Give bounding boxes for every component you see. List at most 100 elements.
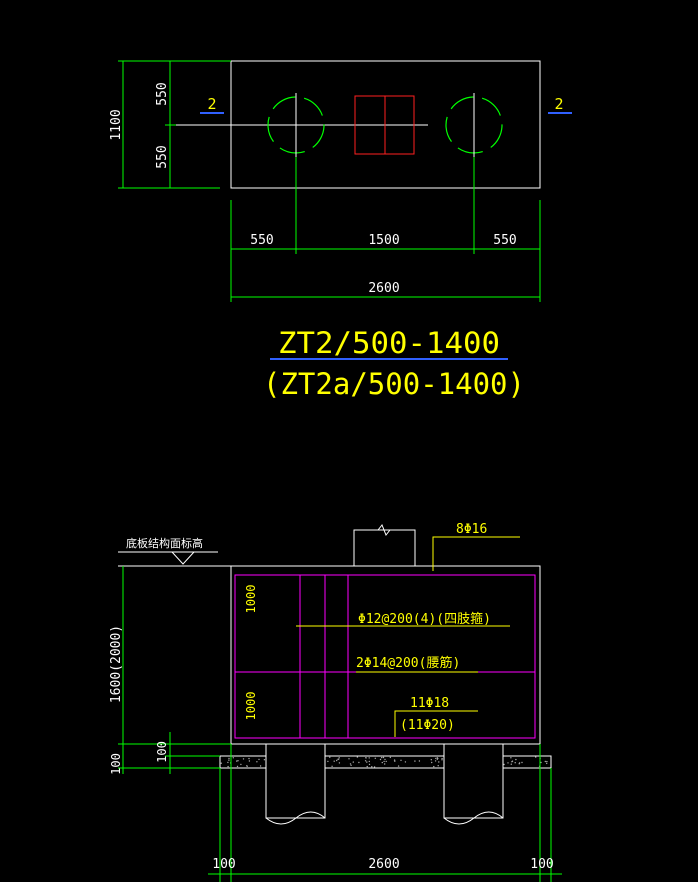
hatch-dot: [521, 761, 523, 764]
section-dim-100-right: 100: [530, 857, 553, 872]
hatch-dot: [384, 758, 386, 761]
hatch-dot: [368, 760, 370, 763]
hatch-dot: [358, 761, 360, 764]
hatch-dot: [258, 758, 260, 761]
hatch-dot: [404, 761, 407, 763]
hatch-dot: [381, 761, 383, 764]
plan-dim-550-right: 550: [493, 233, 516, 248]
hatch-dot: [263, 759, 266, 761]
hatch-dot: [242, 758, 245, 760]
hatch-dot: [237, 760, 239, 762]
pile-plan-left: [267, 93, 325, 157]
hatch-dot: [240, 763, 242, 766]
section-mark-right: 2: [554, 95, 563, 113]
hatch-dot: [546, 762, 548, 765]
hatch-dot: [374, 757, 376, 759]
hatch-dot: [511, 760, 514, 762]
hatch-dot: [510, 757, 512, 759]
hatch-dot: [256, 761, 258, 763]
hatch-dot: [514, 762, 516, 764]
hatch-dot: [248, 760, 251, 762]
hatch-dot: [336, 759, 338, 762]
section-dim-100-outer: 100: [109, 753, 123, 775]
rebar-outer-hoop: [234, 574, 536, 739]
pile-section-right: [443, 743, 504, 825]
title-main: ZT2/500-1400: [278, 326, 500, 360]
hatch-dot: [418, 760, 421, 762]
hatch-dot: [515, 758, 517, 761]
hatch-dot: [379, 758, 382, 761]
hatch-dot: [394, 760, 396, 762]
hatch-dot: [385, 760, 387, 763]
hatch-dot: [438, 761, 440, 763]
section-dim-height: 1600(2000): [109, 625, 124, 703]
hatch-dot: [384, 763, 386, 765]
hatch-dot: [436, 758, 438, 760]
hatch-dot: [337, 758, 339, 760]
plan-dim-1500: 1500: [368, 233, 399, 248]
section-left-dimensions: [118, 566, 231, 774]
hatch-dot: [540, 761, 542, 764]
hatch-dot: [246, 765, 248, 767]
section-mark-left: 2: [207, 95, 216, 113]
hatch-dot: [546, 760, 548, 763]
plan-dim-1100: 1100: [109, 109, 124, 140]
leader-lines: [296, 536, 520, 737]
title-sub: (ZT2a/500-1400): [263, 367, 525, 401]
hatch-dot: [371, 766, 373, 768]
plan-dim-550-upper: 550: [155, 82, 170, 105]
hatch-dot: [259, 765, 262, 767]
hatch-dot: [228, 759, 230, 761]
pile-plan-right: [445, 93, 503, 157]
section-view: 8Φ16 Φ12@200(4)(四肢箍) 2Φ14@200(腰筋) 11Φ18 …: [109, 522, 562, 882]
bedding-layer: [219, 755, 552, 769]
hatch-dot: [366, 761, 368, 763]
hatch-dot: [434, 760, 437, 762]
hatch-dot: [518, 762, 521, 764]
hatch-dot: [232, 757, 234, 759]
hatch-dot: [381, 756, 383, 759]
plan-dim-550-lower: 550: [155, 145, 170, 168]
section-bottom-dimensions: [208, 744, 562, 882]
rebar-dim-1000-lower: 1000: [244, 692, 258, 721]
hatch-dot: [414, 760, 416, 762]
elevation-symbol: [118, 551, 231, 567]
hatch-dot: [389, 756, 391, 759]
hatch-dot: [331, 765, 333, 767]
hatch-dot: [236, 760, 238, 762]
hatch-dot: [368, 763, 371, 766]
plan-dim-550-left: 550: [250, 233, 273, 248]
hatch-dot: [364, 760, 367, 762]
hatch-dot: [393, 759, 396, 761]
rebar-cage: [234, 574, 536, 739]
label-stirrups: Φ12@200(4)(四肢箍): [358, 611, 491, 627]
hatch-dot: [503, 763, 505, 766]
hatch-dot: [356, 756, 359, 758]
plan-left-dimensions: [118, 60, 231, 189]
hatch-dot: [352, 761, 354, 763]
hatch-dot: [236, 765, 239, 768]
hatch-dot: [507, 762, 509, 764]
hatch-dot: [441, 757, 443, 760]
hatch-dot: [397, 765, 400, 767]
elevation-label: 底板结构面标高: [126, 536, 203, 550]
pile-section-left: [265, 743, 326, 825]
hatch-dot: [441, 759, 443, 761]
bedding-hatch: [220, 756, 548, 768]
section-dim-100-left: 100: [212, 857, 235, 872]
hatch-dot: [228, 757, 230, 760]
hatch-dot: [338, 762, 341, 764]
hatch-dot: [368, 757, 370, 759]
hatch-dot: [248, 757, 250, 760]
label-waist-bars: 2Φ14@200(腰筋): [356, 655, 460, 671]
label-bottom-bars-alt: (11Φ20): [400, 718, 455, 733]
hatch-dot: [348, 758, 350, 760]
section-dim-2600: 2600: [368, 857, 399, 872]
label-bottom-bars: 11Φ18: [410, 696, 449, 711]
drawing-title: ZT2/500-1400 (ZT2a/500-1400): [263, 326, 525, 401]
hatch-dot: [400, 759, 402, 761]
pile-cap-section-outline: [230, 565, 541, 745]
hatch-dot: [329, 756, 331, 758]
hatch-dot: [430, 759, 432, 761]
